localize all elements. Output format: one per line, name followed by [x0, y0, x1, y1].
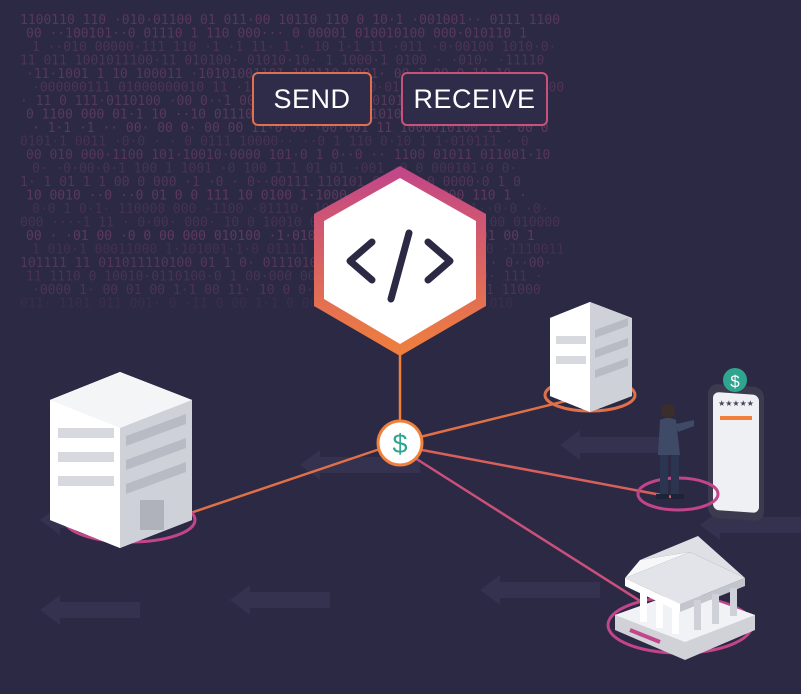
phone-rating-stars: ★★★★★: [718, 399, 754, 408]
binary-row: 0101·1 0011 ·0·0 · · 0 0111 10000·· ··0 …: [20, 135, 529, 150]
code-icon: [346, 229, 454, 303]
receive-button[interactable]: RECEIVE: [401, 72, 548, 126]
dollar-icon: $: [392, 429, 407, 459]
binary-row: 00 ··100101··0 01110 1 110 000··· 0 0000…: [26, 27, 527, 42]
connection-lines: [139, 350, 673, 622]
binary-row: 00 010 000·1100 101·10010·0000 101·0 1 0…: [26, 148, 550, 163]
person-figure: [636, 404, 720, 512]
phone-dollar-icon: $: [730, 372, 740, 391]
binary-row: 11 011 1001011100·11 010100· 01010·10· 1…: [20, 54, 544, 69]
office-building-left: [50, 372, 197, 548]
dollar-node: $: [376, 419, 424, 467]
bank-building: [606, 536, 755, 660]
binary-row: 1 ··010 00000·111 110 ·1 ·1 11· 1 · 10 1…: [32, 40, 556, 55]
office-building-right: [543, 302, 637, 413]
binary-row: 1100110 110 ·010·01100 01 011·00 10110 1…: [20, 13, 560, 28]
send-button[interactable]: SEND: [252, 72, 372, 126]
smartphone: $ ★★★★★: [708, 368, 764, 521]
api-hub-hexagon: </>: [314, 166, 486, 356]
